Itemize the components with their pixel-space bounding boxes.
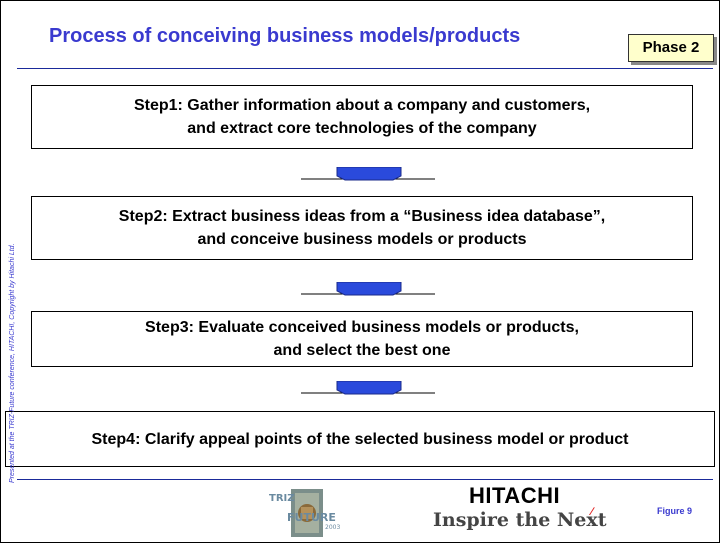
step-2-box: Step2: Extract business ideas from a “Bu… [31,196,693,260]
figure-label: Figure 9 [657,506,693,516]
spark-icon: ∕ [591,506,593,518]
step-3-line-2: and select the best one [273,342,451,359]
step-1-box: Step1: Gather information about a compan… [31,85,693,149]
top-separator [17,68,713,69]
slide-title: Process of conceiving business models/pr… [49,25,521,47]
brand-tagline: Inspire the Next [433,509,607,531]
step-4-line-1: Step4: Clarify appeal points of the sele… [91,430,629,448]
arrow-1-icon [301,167,435,181]
step-1-line-1: Step1: Gather information about a compan… [133,97,591,114]
bottom-separator [17,479,713,480]
year-label: 2003 [325,524,340,531]
triz-future-logo: TRIZ FUTURE 2003 [263,487,351,539]
step-1-line-2: and extract core technologies of the com… [187,120,537,137]
triz-label: TRIZ [269,493,295,504]
arrow-2-icon [301,282,435,296]
step-4-box: Step4: Clarify appeal points of the sele… [5,411,715,467]
side-note-wrap: Presented at the TRIZ-Future conference,… [9,243,19,483]
future-label: FUTURE [287,511,336,524]
side-note: Presented at the TRIZ-Future conference,… [9,243,16,483]
arrow-3-icon [301,381,435,395]
step-3-box: Step3: Evaluate conceived business model… [31,311,693,367]
step-3-line-1: Step3: Evaluate conceived business model… [145,319,579,336]
step-2-line-1: Step2: Extract business ideas from a “Bu… [118,208,606,225]
phase-badge: Phase 2 [628,34,714,62]
step-2-line-2: and conceive business models or products [197,231,527,248]
hitachi-logo: HITACHI [469,483,561,508]
